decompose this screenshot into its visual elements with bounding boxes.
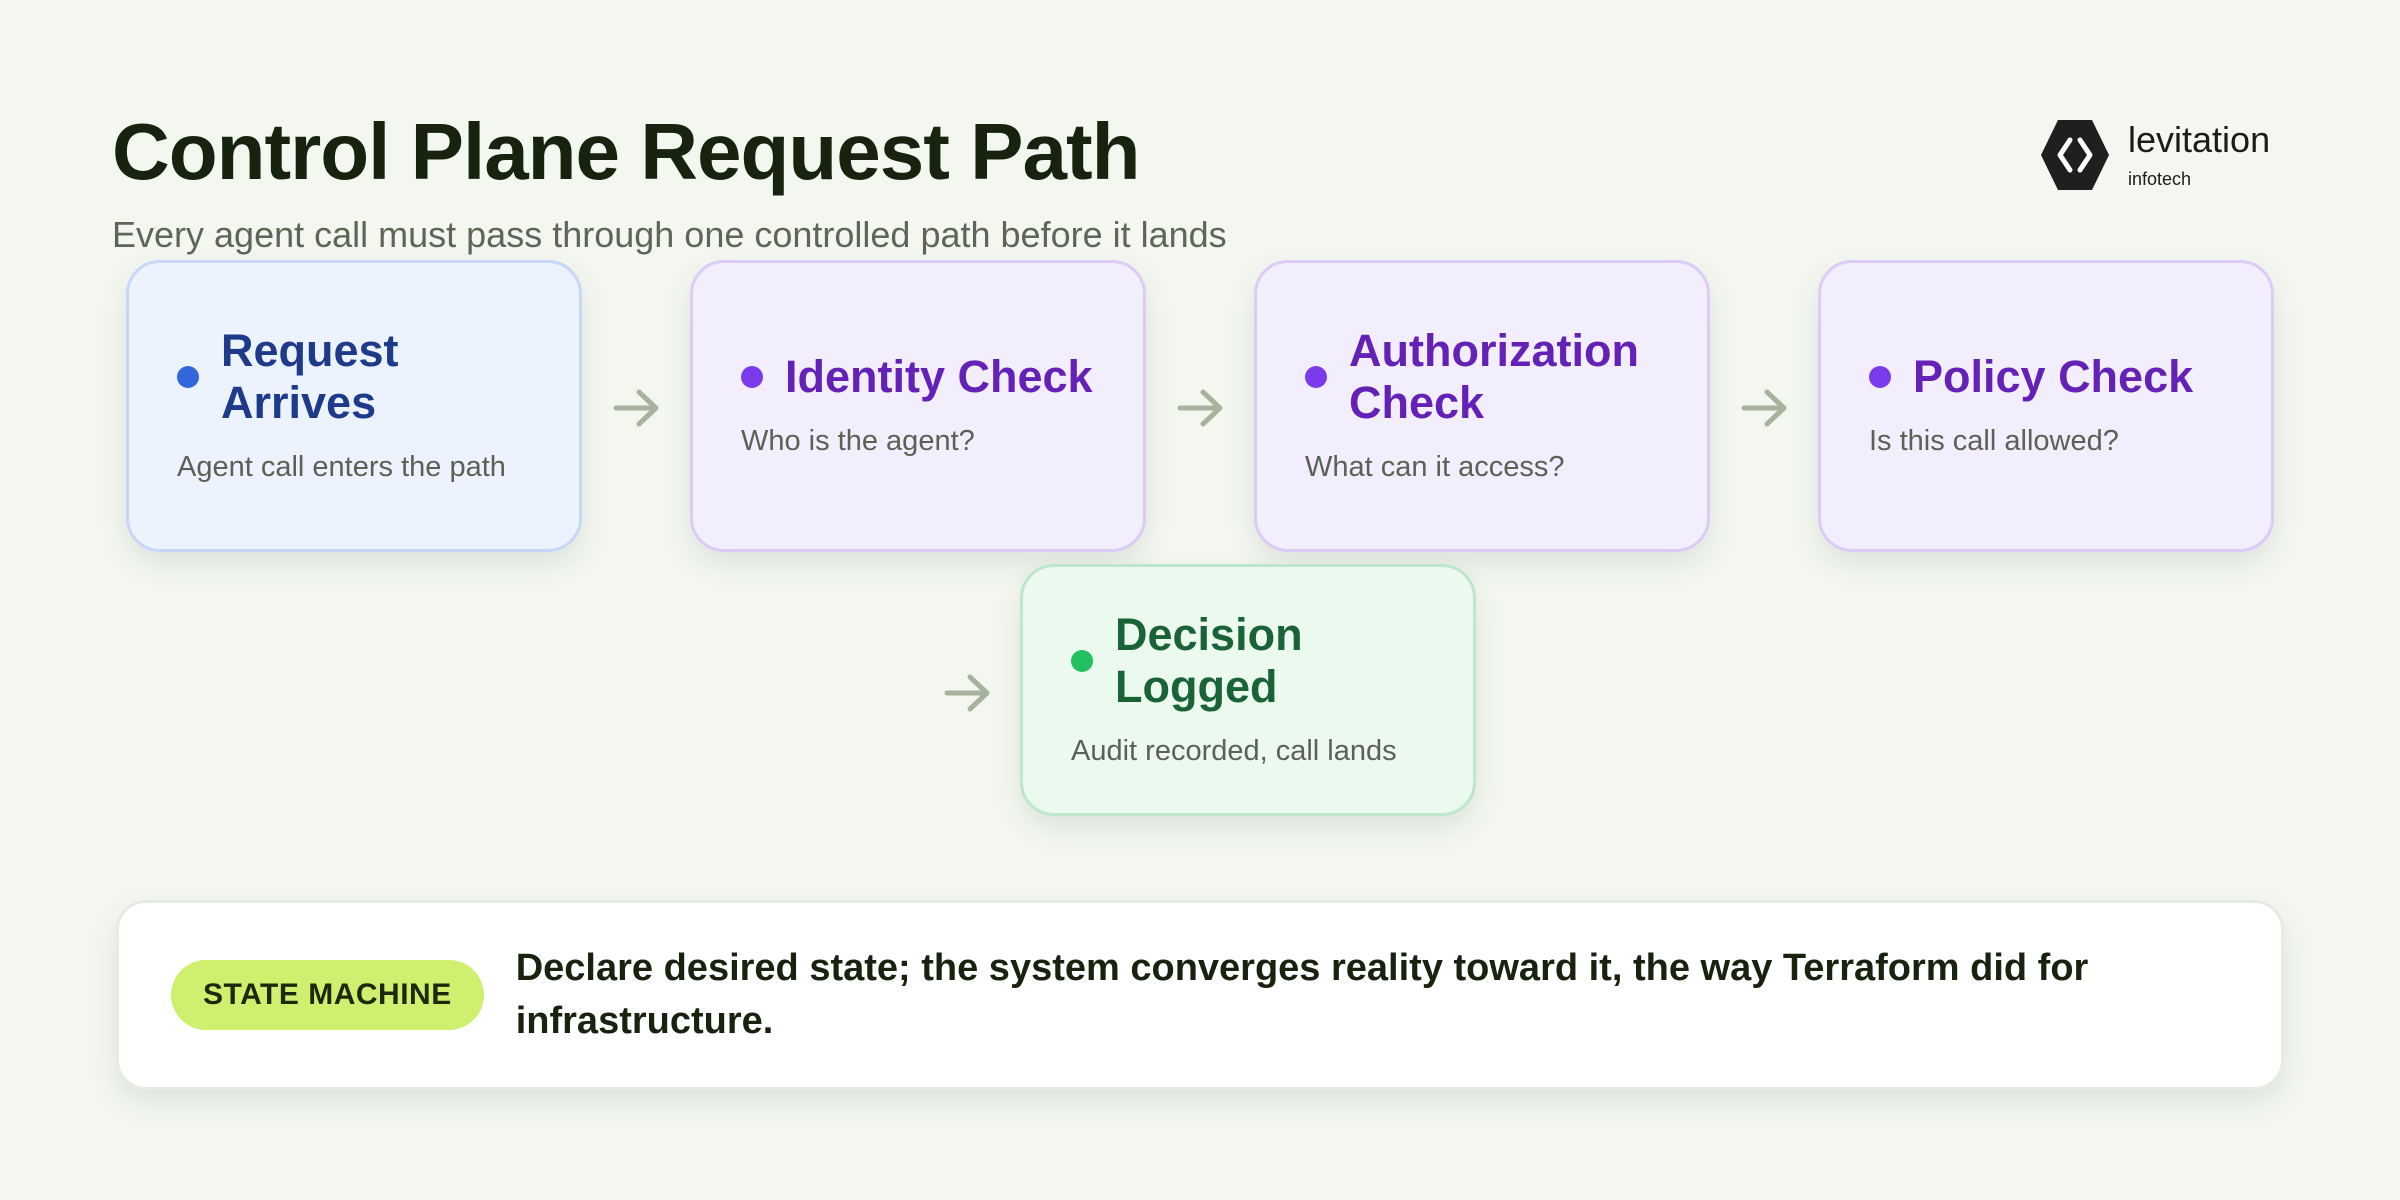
step-decision-logged: Decision Logged Audit recorded, call lan… [1020,564,1476,816]
logo-name: levitation [2128,118,2271,160]
arrow-right-icon [1741,386,1789,430]
status-dot [741,365,763,388]
step-policy-check: Policy Check Is this call allowed? [1818,260,2274,552]
state-machine-badge: STATE MACHINE [171,960,484,1030]
arrow-right-icon [944,671,992,715]
step-title: Decision Logged [1115,609,1303,712]
logo: levitation infotech [2040,118,2270,192]
step-title: Request Arrives [221,325,399,428]
step-description: What can it access? [1305,450,1565,483]
status-dot [177,365,199,388]
page-title: Control Plane Request Path [112,107,1140,196]
page-subtitle: Every agent call must pass through one c… [112,214,1227,255]
status-dot [1305,365,1327,388]
step-title: Policy Check [1913,351,2194,403]
step-identity-check: Identity Check Who is the agent? [690,260,1146,552]
status-dot [1071,649,1093,672]
arrow-right-icon [613,386,661,430]
step-description: Agent call enters the path [177,450,506,483]
step-authorization-check: Authorization Check What can it access? [1254,260,1710,552]
status-dot [1869,365,1891,388]
step-description: Is this call allowed? [1869,424,2119,457]
step-description: Audit recorded, call lands [1071,734,1397,767]
callout-text: Declare desired state; the system conver… [515,946,2089,1042]
logo-subtitle: infotech [2128,169,2192,190]
arrow-right-icon [1177,386,1225,430]
step-request-arrives: Request Arrives Agent call enters the pa… [126,260,582,552]
state-machine-callout: STATE MACHINE Declare desired state; the… [116,900,2284,1090]
step-title: Identity Check [785,351,1093,403]
step-description: Who is the agent? [741,424,975,457]
hexagon-chevrons-icon [2041,120,2109,190]
step-title: Authorization Check [1349,325,1639,428]
